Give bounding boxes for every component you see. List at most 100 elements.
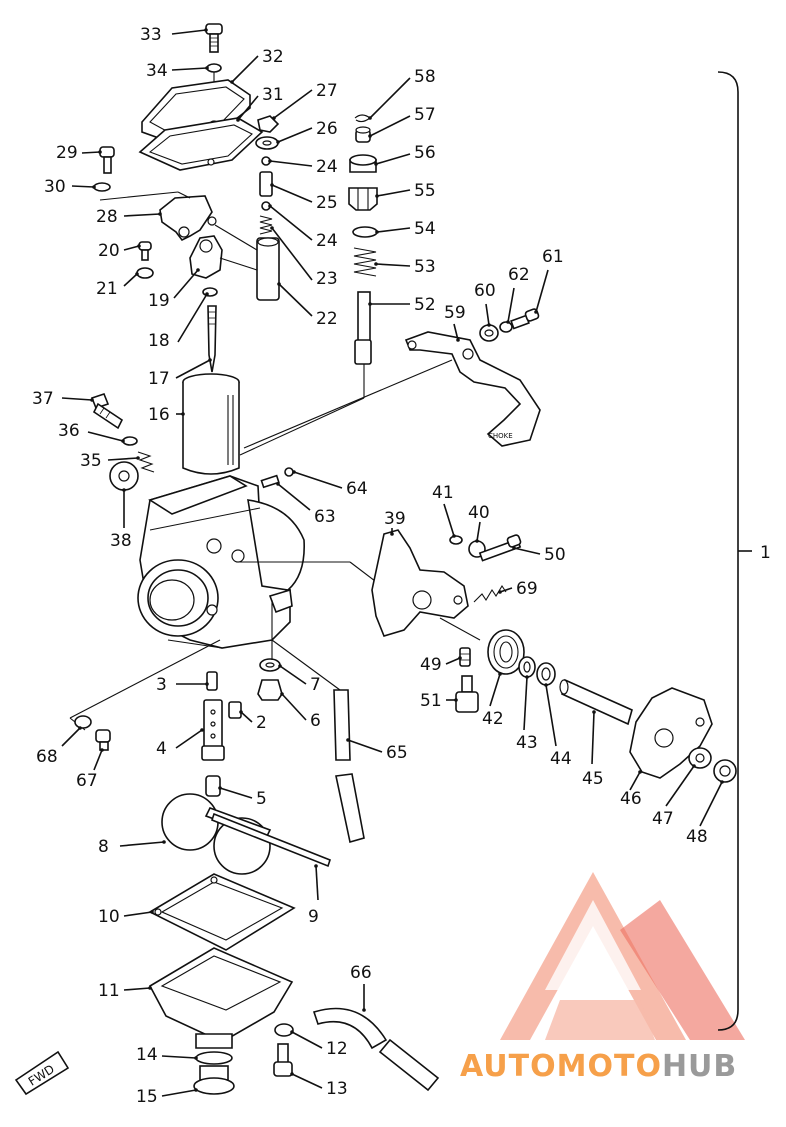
part-label-24b: 24: [316, 231, 338, 251]
part-label-38: 38: [110, 531, 132, 551]
leader-line-59: [453, 323, 459, 341]
leader-line-61: [535, 269, 549, 313]
leader-dot-19: [196, 268, 200, 272]
leader-line-44: [545, 684, 557, 747]
part-label-35: 35: [80, 451, 102, 471]
leader-dot-32: [230, 80, 234, 84]
part-48-nut: [713, 759, 737, 783]
leader-line-53: [375, 263, 411, 267]
part-label-61: 61: [542, 247, 564, 267]
part-41-washer: [449, 535, 463, 545]
leader-line-20: [123, 245, 140, 251]
part-23-spring: [259, 215, 273, 235]
part-label-8: 8: [98, 837, 109, 857]
part-25-plunger: [259, 171, 273, 197]
part-label-41: 41: [432, 483, 454, 503]
part-45-shaft: [559, 678, 633, 726]
leader-line-55: [376, 189, 411, 197]
part-label-55: 55: [414, 181, 436, 201]
leader-dot-12: [290, 1030, 294, 1034]
leader-line-13: [291, 1073, 323, 1089]
leader-dot-33: [204, 28, 208, 32]
part-label-33: 33: [140, 25, 162, 45]
leader-line-45: [591, 711, 595, 765]
part-67-screw: [95, 729, 111, 751]
leader-dot-20: [137, 244, 141, 248]
leader-dot-64: [292, 470, 296, 474]
part-label-1: 1: [760, 543, 771, 563]
part-46-throttle-pulley: [629, 687, 713, 779]
leader-line-35: [107, 457, 139, 461]
leader-dot-7: [278, 664, 282, 668]
leader-dot-45: [592, 710, 596, 714]
part-21-washer: [136, 267, 154, 279]
leader-line-65: [347, 739, 383, 753]
leader-dot-43: [525, 675, 529, 679]
leader-line-47: [665, 765, 695, 807]
leader-line-29: [81, 151, 101, 154]
part-label-54: 54: [414, 219, 436, 239]
leader-line-60: [485, 303, 490, 326]
part-label-37: 37: [32, 389, 54, 409]
leader-dot-48: [720, 780, 724, 784]
leader-dot-10: [150, 910, 154, 914]
part-57-seal: [355, 126, 371, 143]
part-label-56: 56: [414, 143, 436, 163]
part-label-18: 18: [148, 331, 170, 351]
leader-dot-37: [90, 398, 94, 402]
watermark-text: AUTOMOTOHUB: [460, 1049, 737, 1084]
leader-dot-69: [498, 590, 502, 594]
leader-dot-21: [135, 272, 139, 276]
part-38-plate: [109, 461, 139, 491]
leader-dot-3: [205, 682, 209, 686]
part-label-67: 67: [76, 771, 98, 791]
leader-line-62: [507, 287, 515, 323]
part-label-63: 63: [314, 507, 336, 527]
part-7-washer: [259, 658, 281, 672]
leader-dot-8: [162, 840, 166, 844]
leader-line-5: [219, 787, 253, 799]
leader-line-8: [119, 841, 165, 847]
part-label-65: 65: [386, 743, 408, 763]
leader-line-32: [231, 55, 259, 83]
part-66-hose: [312, 1007, 440, 1092]
part-68-nut: [74, 715, 92, 729]
leader-dot-36: [121, 439, 125, 443]
part-label-7: 7: [310, 675, 321, 695]
part-31-gasket: [138, 117, 264, 171]
leader-dot-54: [375, 230, 379, 234]
part-28-bracket: [99, 191, 217, 242]
part-label-25: 25: [316, 193, 338, 213]
leader-line-68: [61, 727, 81, 747]
part-53-spring: [353, 247, 377, 277]
part-label-50: 50: [544, 545, 566, 565]
leader-line-11: [123, 987, 151, 991]
leader-line-42: [489, 673, 501, 707]
part-label-12: 12: [326, 1039, 348, 1059]
part-30-washer: [93, 182, 111, 192]
part-label-30: 30: [44, 177, 66, 197]
part-label-57: 57: [414, 105, 436, 125]
part-label-14: 14: [136, 1045, 158, 1065]
part-51-screw: [455, 675, 479, 713]
part-34-washer: [206, 63, 222, 73]
part-label-22: 22: [316, 309, 338, 329]
part-label-68: 68: [36, 747, 58, 767]
part-label-62: 62: [508, 265, 530, 285]
leader-dot-26: [276, 140, 280, 144]
part-label-51: 51: [420, 691, 442, 711]
leader-dot-60: [487, 323, 491, 327]
part-19-lever: [189, 235, 223, 279]
leader-dot-22: [277, 282, 281, 286]
part-label-3: 3: [156, 675, 167, 695]
part-label-53: 53: [414, 257, 436, 277]
part-label-31: 31: [262, 85, 284, 105]
part-65-hose: [333, 689, 365, 844]
part-label-20: 20: [98, 241, 120, 261]
part-42-spring: [487, 629, 525, 675]
leader-line-12: [291, 1031, 323, 1049]
part-12-washer: [274, 1023, 294, 1037]
leader-dot-67: [100, 748, 104, 752]
part-56-cap: [349, 154, 377, 173]
leader-dot-25: [270, 183, 274, 187]
